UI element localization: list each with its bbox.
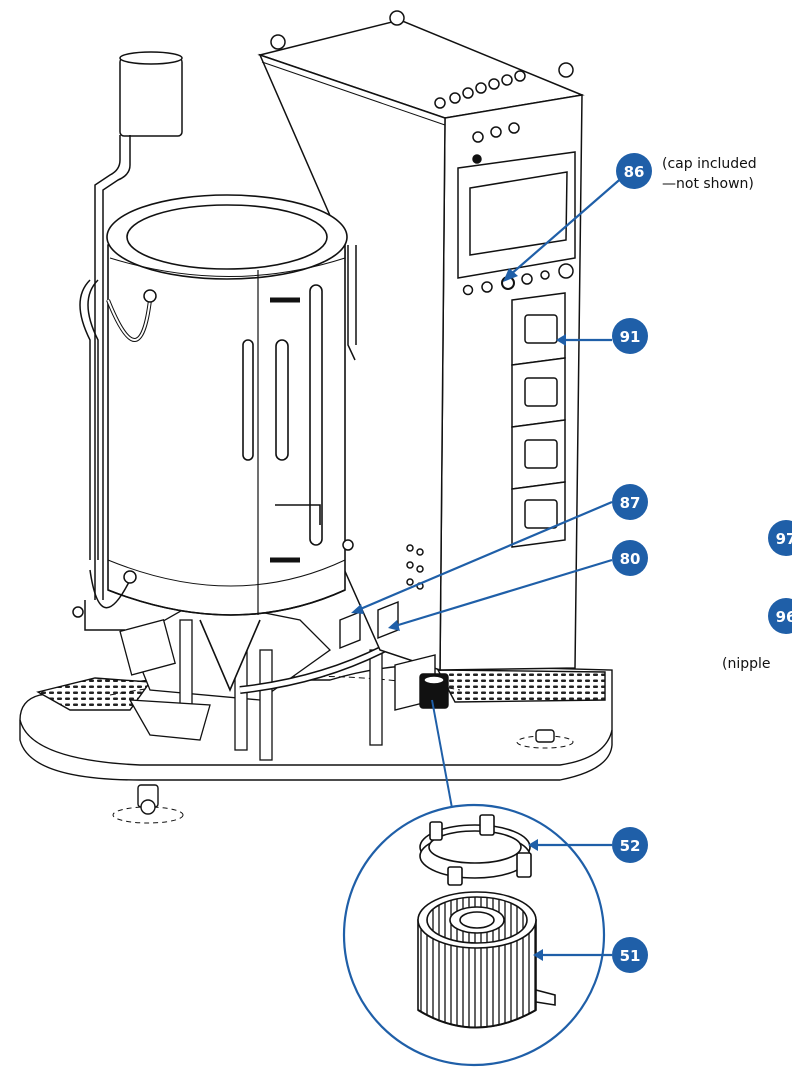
ring-clamp <box>419 814 532 886</box>
pump-motor-highlight <box>419 673 449 709</box>
arrowheads <box>351 268 566 961</box>
caster <box>516 729 574 749</box>
callout-52-label: 52 <box>620 837 641 855</box>
detail-view <box>342 699 606 1067</box>
callout-87: 87 <box>612 484 648 520</box>
callout-91: 91 <box>612 318 648 354</box>
top-fittings <box>434 70 526 109</box>
callout-87-label: 87 <box>620 494 641 512</box>
plumbing <box>72 51 357 631</box>
callout-51: 51 <box>612 937 648 973</box>
callout-96-label: 96 <box>776 608 792 626</box>
callout-96: 96 <box>768 598 792 634</box>
caster <box>112 784 184 824</box>
callout-97: 97 <box>768 520 792 556</box>
power-switch <box>511 481 566 548</box>
leader-lines <box>357 174 626 957</box>
callout-80: 80 <box>612 540 648 576</box>
base-platform <box>19 664 613 824</box>
kettle <box>106 194 348 693</box>
nipple-note: (nipple <box>722 656 771 672</box>
cap-note-line2: —not shown) <box>662 176 754 192</box>
callout-80-label: 80 <box>620 550 641 568</box>
callout-86: 86 <box>616 153 652 189</box>
cap-note-line1: (cap included <box>662 156 757 172</box>
callout-97-label: 97 <box>776 530 792 548</box>
callout-51-label: 51 <box>620 947 641 965</box>
callout-91-label: 91 <box>620 328 641 346</box>
callout-52: 52 <box>612 827 648 863</box>
power-switch <box>511 357 566 428</box>
motor <box>417 891 556 1029</box>
control-cabinet <box>257 10 585 672</box>
callout-86-label: 86 <box>624 163 645 181</box>
touch-screen <box>457 151 576 279</box>
power-switch <box>511 419 566 490</box>
power-switch <box>511 292 566 366</box>
